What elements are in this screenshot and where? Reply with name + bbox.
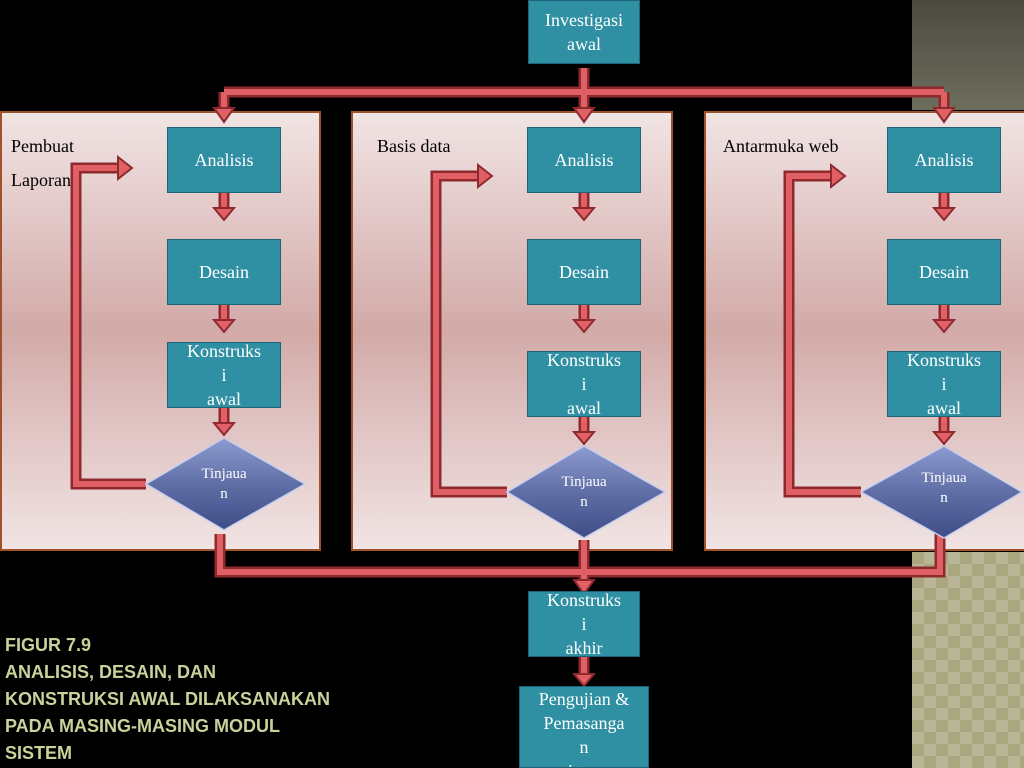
final-construction-line2: i	[581, 614, 587, 634]
construction-line1: Konstruks	[906, 351, 981, 370]
construction-line2: i	[941, 374, 947, 394]
module-label-report-line1: Pembuat	[11, 136, 74, 156]
review-line2: n	[580, 494, 588, 510]
caption-line1: FIGUR 7.9	[5, 635, 92, 655]
start-node: Investigasi awal	[528, 0, 640, 64]
construction-line3: awal	[567, 398, 601, 417]
top-distribution-arrows	[218, 68, 950, 110]
module-arrows	[70, 162, 950, 498]
caption-line2: ANALISIS, DESAIN, DAN	[5, 662, 217, 682]
final-construction-line1: Konstruks	[546, 591, 621, 610]
construction-box-database: Konstruks i awal	[527, 351, 641, 417]
figure-caption: FIGUR 7.9 ANALISIS, DESAIN, DAN KONSTRUK…	[5, 632, 365, 767]
arrowheads	[117, 107, 957, 688]
testing-line4: sistem	[539, 759, 630, 767]
analysis-box-database: Analisis	[527, 127, 641, 193]
review-line2: n	[940, 490, 948, 506]
construction-line1: Konstruks	[546, 351, 621, 370]
construction-box-web: Konstruks i awal	[887, 351, 1001, 417]
construction-line1: Konstruks	[186, 342, 261, 361]
design-label: Desain	[919, 262, 969, 282]
review-line1: Tinjaua	[561, 474, 607, 490]
review-line1: Tinjaua	[201, 466, 247, 482]
final-construction-line3: akhir	[565, 638, 603, 657]
review-label-database: Tinjaua n	[546, 472, 622, 512]
final-construction-node: Konstruks i akhir	[528, 591, 640, 657]
testing-line2: Pemasanga	[543, 713, 625, 733]
bottom-merge-arrows	[214, 534, 946, 676]
review-diamond-report	[144, 437, 307, 531]
testing-node: Pengujian & Pemasanga n sistem	[519, 686, 649, 768]
analysis-label: Analisis	[914, 150, 974, 170]
construction-line2: i	[581, 374, 587, 394]
analysis-label: Analisis	[194, 150, 254, 170]
caption-line3: KONSTRUKSI AWAL DILAKSANAKAN	[5, 689, 331, 709]
review-diamond-web	[859, 445, 1024, 539]
review-label-web: Tinjaua n	[906, 468, 982, 508]
design-box-report: Desain	[167, 239, 281, 305]
testing-line1: Pengujian &	[538, 689, 630, 709]
start-node-line2: awal	[567, 34, 601, 54]
construction-line3: awal	[927, 398, 961, 417]
review-label-report: Tinjaua n	[186, 464, 262, 504]
review-line1: Tinjaua	[921, 470, 967, 486]
module-label-web: Antarmuka web	[723, 129, 838, 163]
module-label-web-line1: Antarmuka web	[723, 136, 839, 156]
module-label-database-line1: Basis data	[377, 136, 451, 156]
caption-line4: PADA MASING-MASING MODUL	[5, 716, 280, 736]
design-box-database: Desain	[527, 239, 641, 305]
testing-line3: n	[579, 737, 589, 757]
review-diamonds	[144, 437, 1024, 539]
module-label-report-line2: Laporan	[11, 170, 71, 190]
caption-line5: SISTEM	[5, 743, 73, 763]
construction-line3: awal	[207, 389, 241, 408]
design-box-web: Desain	[887, 239, 1001, 305]
review-diamond-database	[505, 445, 667, 539]
design-label: Desain	[199, 262, 249, 282]
module-label-report: Pembuat Laporan	[11, 129, 74, 197]
decorative-strip-bottom	[912, 552, 1024, 768]
construction-line2: i	[221, 365, 227, 385]
design-label: Desain	[559, 262, 609, 282]
analysis-label: Analisis	[554, 150, 614, 170]
analysis-box-report: Analisis	[167, 127, 281, 193]
start-node-line1: Investigasi	[545, 10, 623, 30]
module-label-database: Basis data	[377, 129, 451, 163]
construction-box-report: Konstruks i awal	[167, 342, 281, 408]
review-line2: n	[220, 486, 228, 502]
analysis-box-web: Analisis	[887, 127, 1001, 193]
